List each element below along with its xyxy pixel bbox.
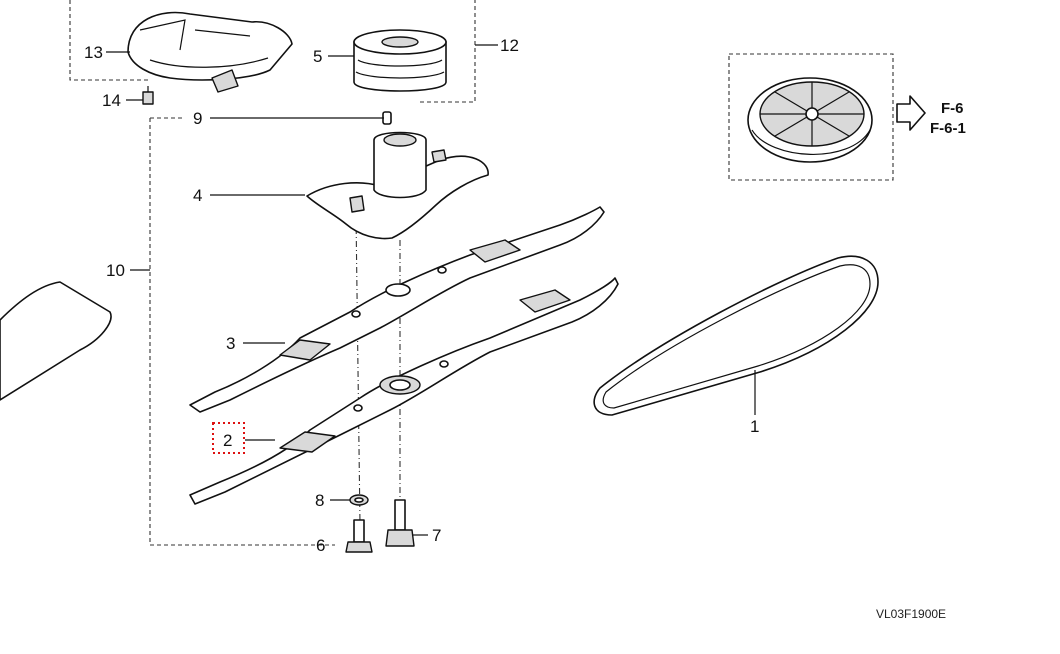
callout-2: 2 <box>223 431 232 450</box>
kit-12-box <box>69 0 476 103</box>
shield-part-13 <box>127 11 293 93</box>
callout-6: 6 <box>316 536 325 555</box>
callout-2-highlight[interactable] <box>212 422 245 454</box>
callout-14: 14 <box>102 91 121 110</box>
callout-5: 5 <box>313 47 322 66</box>
screw-part-14 <box>142 86 154 105</box>
callout-9: 9 <box>193 109 202 128</box>
centerline-bolt-6 <box>355 214 361 526</box>
callout-13: 13 <box>84 43 103 62</box>
reference-pulley <box>747 77 873 163</box>
key-part-9 <box>382 111 392 125</box>
callout-1: 1 <box>750 417 759 436</box>
reference-line-1[interactable]: F-6 <box>941 100 964 117</box>
reference-arrow-icon <box>896 95 926 131</box>
blade-part-3 <box>189 206 605 413</box>
pulley-part-5 <box>353 29 447 92</box>
belt-part-1 <box>593 255 879 416</box>
callout-4: 4 <box>193 186 202 205</box>
drawing-code: VL03F1900E <box>876 607 946 621</box>
reference-box <box>728 53 894 181</box>
bolt-part-7 <box>385 499 415 547</box>
blade-partial-left <box>0 281 112 401</box>
blade-part-2 <box>189 277 619 505</box>
callout-3: 3 <box>226 334 235 353</box>
callout-8: 8 <box>315 491 324 510</box>
callout-12: 12 <box>500 36 519 55</box>
callout-10: 10 <box>106 261 125 280</box>
kit-10-box <box>149 117 335 546</box>
bolt-part-6 <box>345 519 373 553</box>
washer-part-8 <box>349 494 369 506</box>
callout-7: 7 <box>432 526 441 545</box>
blade-holder-part-4 <box>306 131 489 240</box>
reference-line-2[interactable]: F-6-1 <box>930 120 966 137</box>
